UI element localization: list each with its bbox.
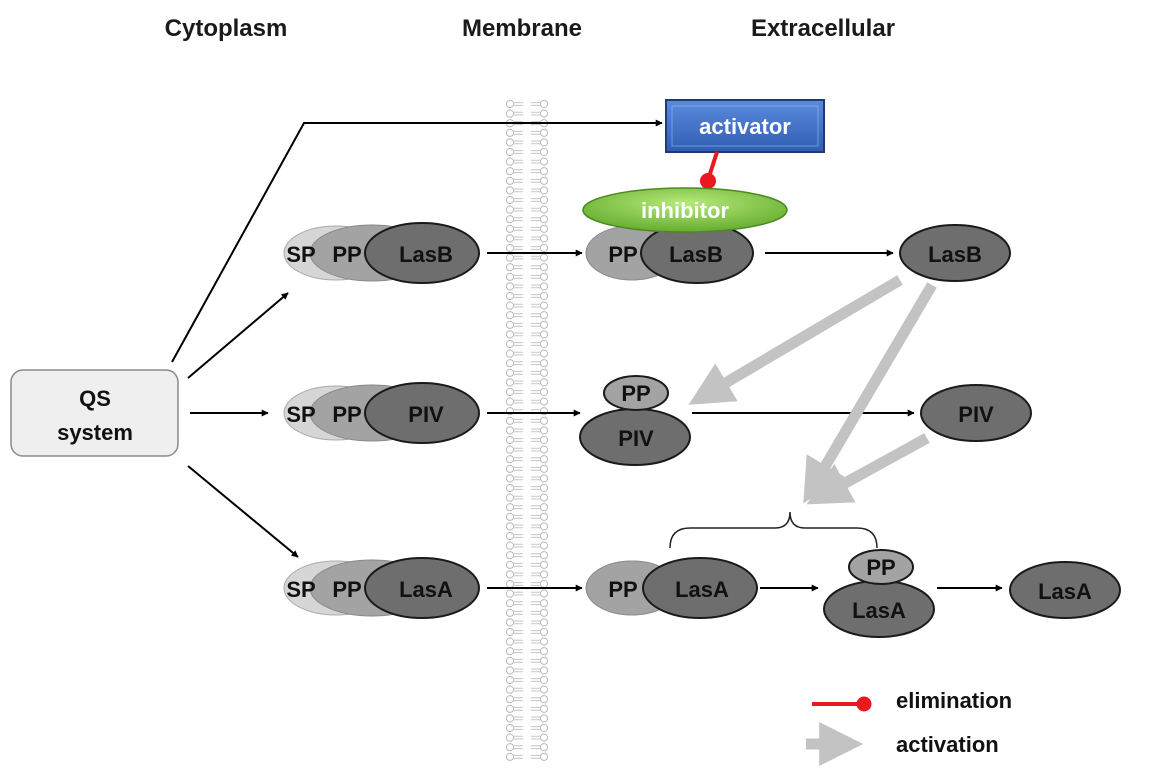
qs-system-line1: QS <box>79 386 111 411</box>
mem-lasb-pp: PP <box>608 242 637 267</box>
mature-piv: PIV <box>920 384 1032 442</box>
mem-piv-enzyme: PIV <box>618 426 654 451</box>
cyto-lasb-sp: SP <box>286 242 315 267</box>
elimination-dot <box>700 173 716 189</box>
cyto-lasb-enzyme: LasB <box>399 242 453 267</box>
pathway-arrows <box>171 119 1003 592</box>
mem-piv-pp: PP <box>621 381 650 406</box>
cyto-lasa-pp: PP <box>332 577 361 602</box>
activation-piv-to-lasa <box>806 433 930 505</box>
cyto-lasa-sp: SP <box>286 577 315 602</box>
cyto-complex-lasa: SP PP LasA <box>283 557 480 619</box>
mem-complex-piv: PP PIV <box>579 375 691 466</box>
mem-complex-lasb: PP LasB <box>585 222 754 284</box>
mature-lasb: LasB <box>899 224 1011 282</box>
mem-complex-lasa: PP LasA <box>585 557 758 619</box>
cyto-piv-sp: SP <box>286 402 315 427</box>
legend: elimination activation <box>806 688 1012 766</box>
mature-lasb-label: LasB <box>928 242 982 267</box>
mature-piv-label: PIV <box>958 402 994 427</box>
cyto-complex-piv: SP PP PIV <box>283 382 480 444</box>
cyto-piv-pp: PP <box>332 402 361 427</box>
lasa-intermediate: PP LasA <box>823 549 935 638</box>
header-membrane: Membrane <box>462 15 582 42</box>
inhibitor-label: inhibitor <box>641 198 729 223</box>
activation-lasb-to-lasa <box>803 282 937 504</box>
activator-box: activator <box>665 99 825 153</box>
activation-lasb-to-piv <box>688 275 903 405</box>
activation-arrows <box>688 275 937 505</box>
qs-system-line2: system <box>57 420 133 445</box>
mem-lasa-pp: PP <box>608 577 637 602</box>
lasa-processing-brace <box>669 511 878 549</box>
arrow-qs-to-lasb <box>187 292 289 379</box>
activator-label: activator <box>699 114 791 139</box>
legend-activation-label: activation <box>896 732 999 757</box>
arrow-qs-to-lasa <box>187 465 299 558</box>
mature-lasa: LasA <box>1009 561 1121 619</box>
header-cytoplasm: Cytoplasm <box>165 15 288 42</box>
lasa-intermediate-enzyme: LasA <box>852 598 906 623</box>
arrow-qs-to-activator <box>171 119 663 363</box>
cyto-lasa-enzyme: LasA <box>399 577 453 602</box>
legend-elimination-dot <box>856 696 872 712</box>
membrane-bilayer <box>505 99 549 761</box>
legend-elimination-label: elimination <box>896 688 1012 713</box>
lasa-intermediate-pp: PP <box>866 555 895 580</box>
qs-system-box: QS system <box>10 369 179 457</box>
mem-lasa-enzyme: LasA <box>675 577 729 602</box>
header-extracellular: Extracellular <box>751 15 895 42</box>
mature-lasa-label: LasA <box>1038 579 1092 604</box>
cyto-piv-enzyme: PIV <box>408 402 444 427</box>
mem-lasb-enzyme: LasB <box>669 242 723 267</box>
cyto-lasb-pp: PP <box>332 242 361 267</box>
inhibitor-ellipse: inhibitor <box>582 187 788 233</box>
cyto-complex-lasb: SP PP LasB <box>283 222 480 284</box>
